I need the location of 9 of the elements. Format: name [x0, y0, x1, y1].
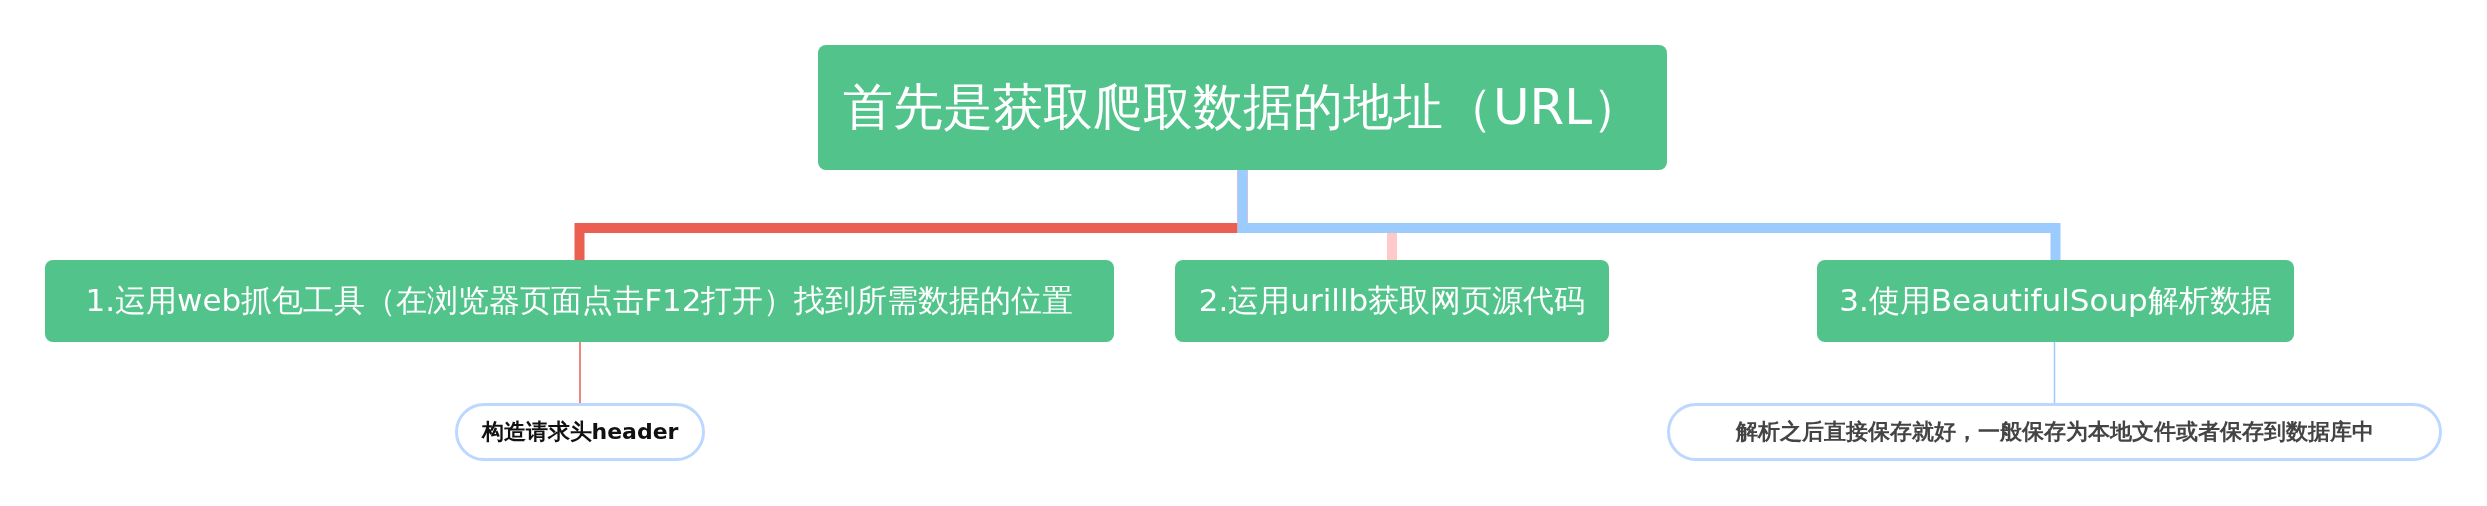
note-bubble: 构造请求头header	[455, 403, 705, 461]
topic-box: 1.运用web抓包工具（在浏览器页面点击F12打开）找到所需数据的位置	[45, 260, 1114, 342]
connector-line	[579, 341, 581, 404]
topic-box: 2.运用urillb获取网页源代码	[1175, 260, 1609, 342]
topic-box: 3.使用BeautifulSoup解析数据	[1817, 260, 2294, 342]
note-bubble: 解析之后直接保存就好，一般保存为本地文件或者保存到数据库中	[1667, 403, 2442, 461]
connector-line	[1237, 170, 2061, 260]
connector-line	[2053, 341, 2056, 404]
root-topic-box: 首先是获取爬取数据的地址（URL）	[818, 45, 1667, 170]
